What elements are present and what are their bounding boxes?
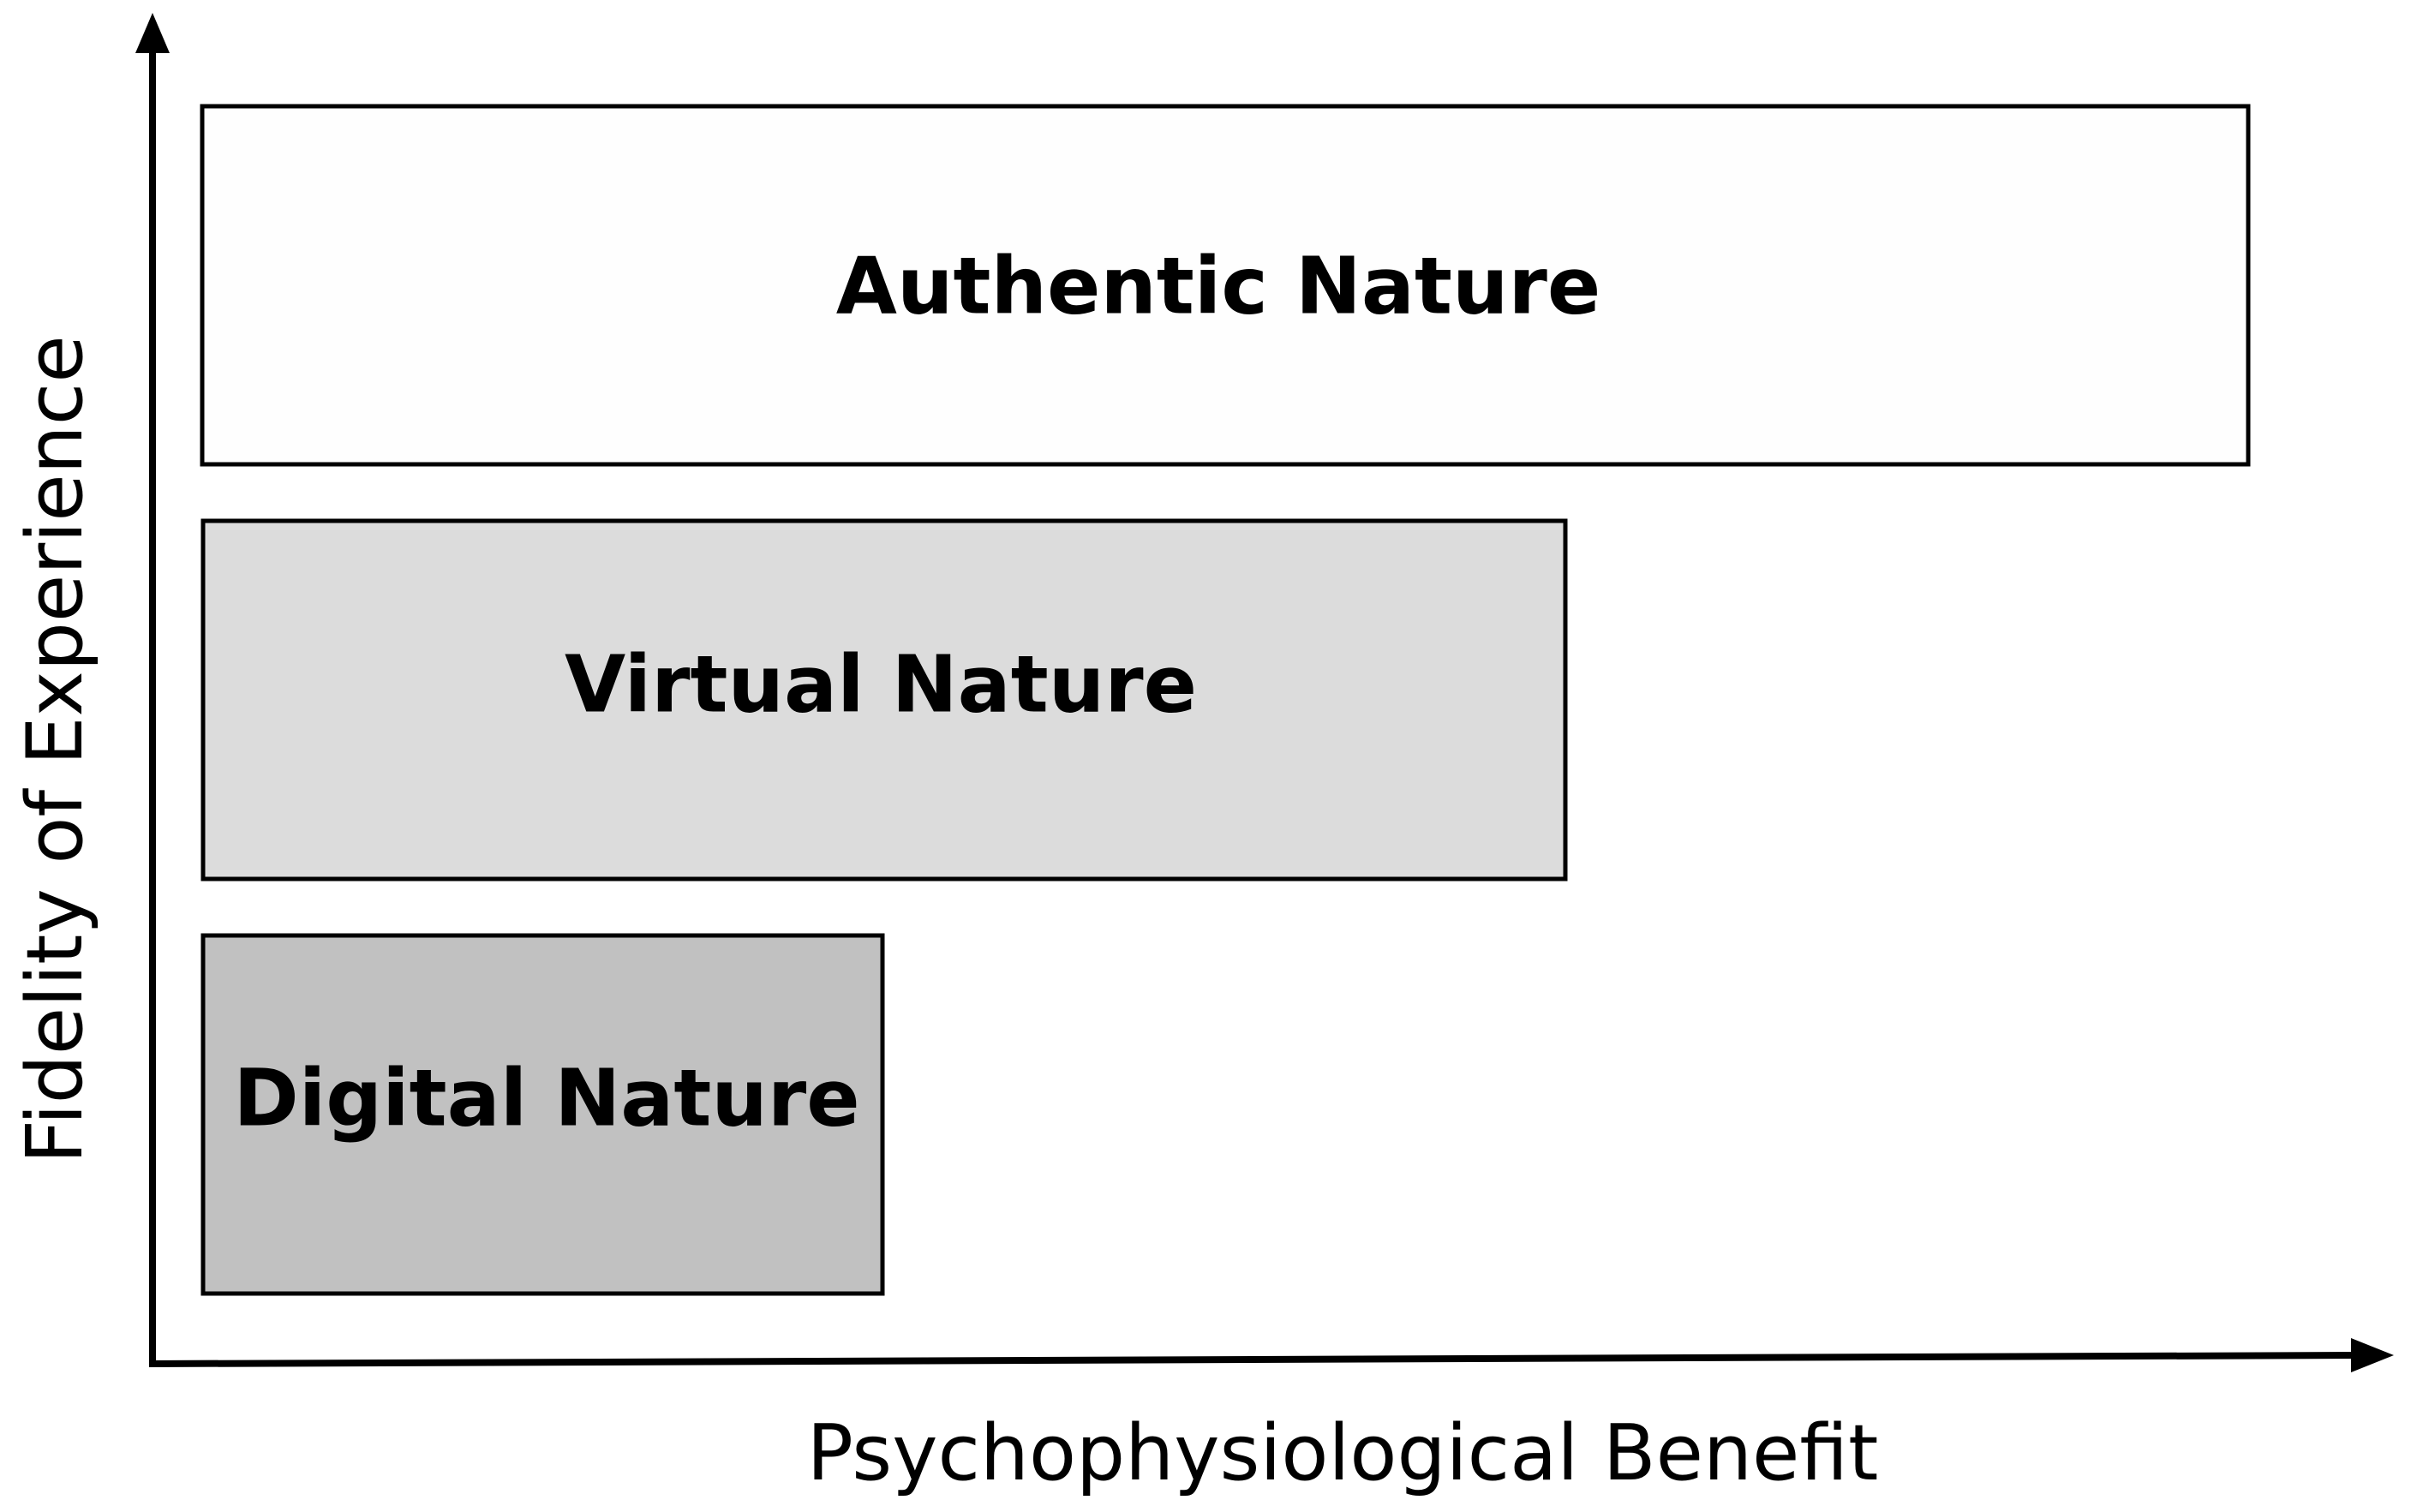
x-axis-arrow-icon <box>2351 1338 2394 1372</box>
x-axis-line <box>148 1352 2357 1367</box>
authentic-nature-box <box>200 104 2251 467</box>
digital-nature-box <box>200 933 885 1296</box>
virtual-nature-box <box>200 518 1568 882</box>
authentic-nature-label: Authentic Nature <box>836 240 1600 332</box>
digital-nature-label: Digital Nature <box>233 1052 859 1144</box>
y-axis-arrow-icon <box>135 13 170 53</box>
virtual-nature-label: Virtual Nature <box>565 638 1197 730</box>
x-axis-label: Psychophysiological Benefit <box>807 1408 1879 1498</box>
y-axis-label: Fidelity of Experience <box>10 335 100 1163</box>
